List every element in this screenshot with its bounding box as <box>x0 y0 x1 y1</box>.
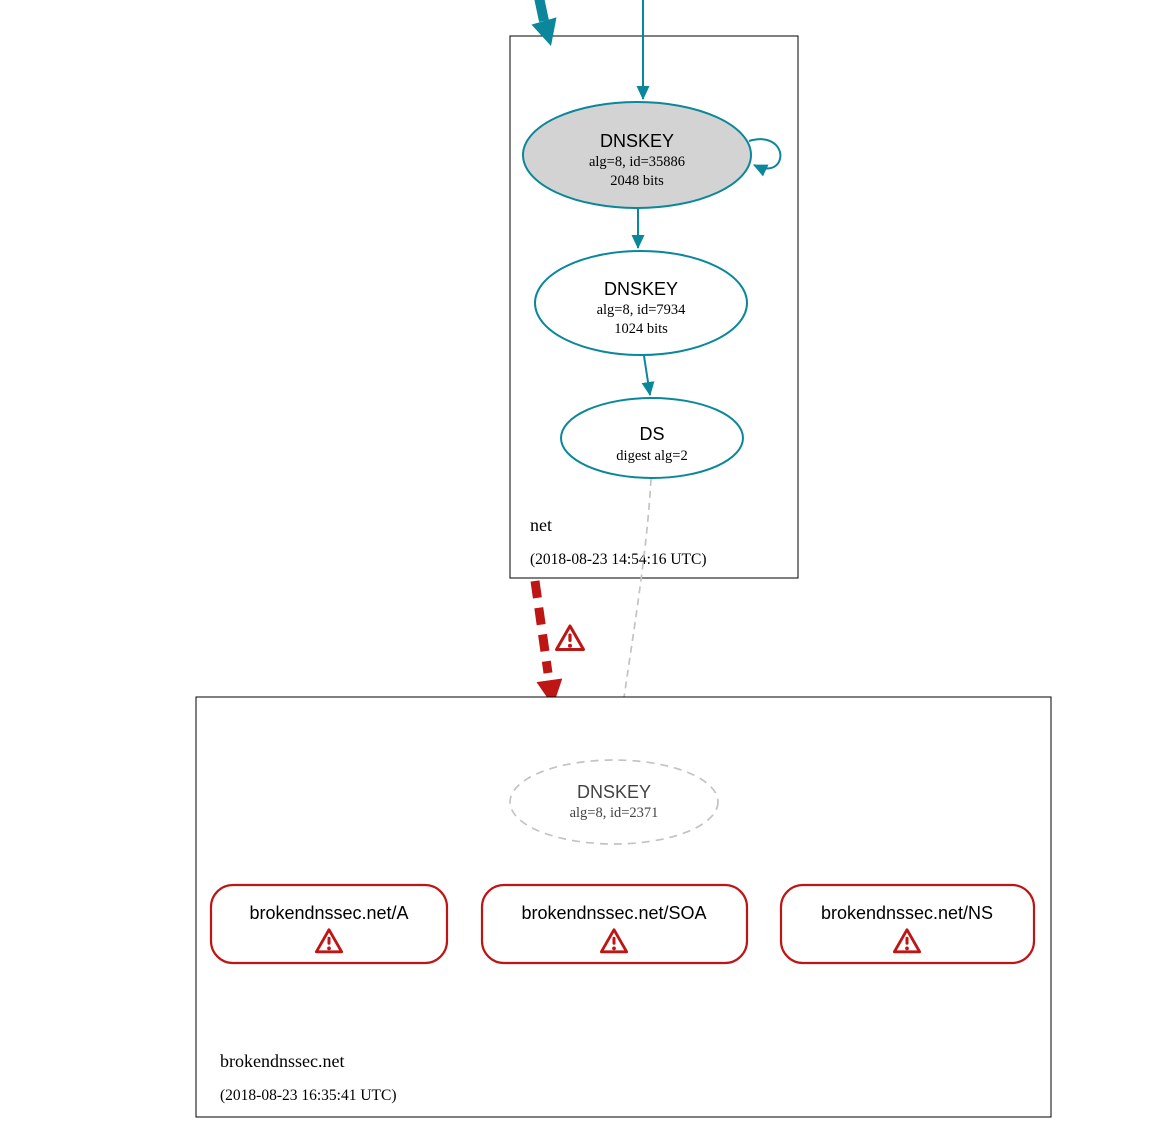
zone-net-timestamp: (2018-08-23 14:54:16 UTC) <box>530 551 707 568</box>
net-zsk-meta: alg=8, id=7934 <box>597 302 687 318</box>
net-ds-label: DS <box>639 424 664 444</box>
net-ksk-bits: 2048 bits <box>610 173 664 189</box>
node-net-dnskey-ksk: DNSKEY alg=8, id=35886 2048 bits <box>522 101 782 209</box>
warning-icon <box>555 624 585 651</box>
zone-broken-timestamp: (2018-08-23 16:35:41 UTC) <box>220 1087 397 1104</box>
rrset-ns-box <box>779 883 1036 965</box>
zone-net-name: net <box>530 515 552 535</box>
net-zsk-label: DNSKEY <box>604 279 678 299</box>
edge-bogus-shaft <box>530 580 553 674</box>
rrset-soa: brokendnssec.net/SOA <box>480 883 749 965</box>
node-net-zsk-ellipse <box>534 250 748 356</box>
edge-parent-ds-arrowhead <box>531 17 557 46</box>
net-ksk-label: DNSKEY <box>600 131 674 151</box>
edge-zsk-to-ds <box>641 355 655 396</box>
rrset-ns: brokendnssec.net/NS <box>779 883 1036 965</box>
node-net-ksk-ellipse <box>522 101 752 209</box>
zone-brokendnssec: DNSKEY alg=8, id=2371 brokendnssec.net/A… <box>195 696 1052 1118</box>
net-ksk-meta: alg=8, id=35886 <box>589 154 685 170</box>
zone-broken-name: brokendnssec.net <box>220 1051 344 1071</box>
edge-bogus-arrowhead <box>536 678 563 706</box>
edge-parent-ds-thick-arrow <box>531 0 557 46</box>
node-net-dnskey-zsk: DNSKEY alg=8, id=7934 1024 bits <box>534 250 748 356</box>
rrset-a-box <box>209 883 449 965</box>
rrset-a: brokendnssec.net/A <box>209 883 449 965</box>
net-ds-meta: digest alg=2 <box>616 448 687 464</box>
edge-parent-ds-shaft <box>534 0 549 23</box>
node-broken-dnskey-ellipse <box>509 759 719 845</box>
broken-dnskey-meta: alg=8, id=2371 <box>570 805 659 821</box>
node-net-ds: DS digest alg=2 <box>560 397 744 479</box>
zone-net: DNSKEY alg=8, id=35886 2048 bits DNSKEY … <box>509 0 799 579</box>
rrset-soa-label: brokendnssec.net/SOA <box>521 903 706 923</box>
rrset-ns-label: brokendnssec.net/NS <box>821 903 993 923</box>
edge-net-to-broken-bogus <box>530 580 563 706</box>
rrset-soa-box <box>480 883 749 965</box>
edge-ksk-selfloop <box>748 138 782 177</box>
net-zsk-bits: 1024 bits <box>614 321 668 337</box>
rrset-a-label: brokendnssec.net/A <box>249 903 408 923</box>
node-broken-dnskey-missing: DNSKEY alg=8, id=2371 <box>509 759 719 845</box>
node-net-ds-ellipse <box>560 397 744 479</box>
broken-dnskey-label: DNSKEY <box>577 782 651 802</box>
